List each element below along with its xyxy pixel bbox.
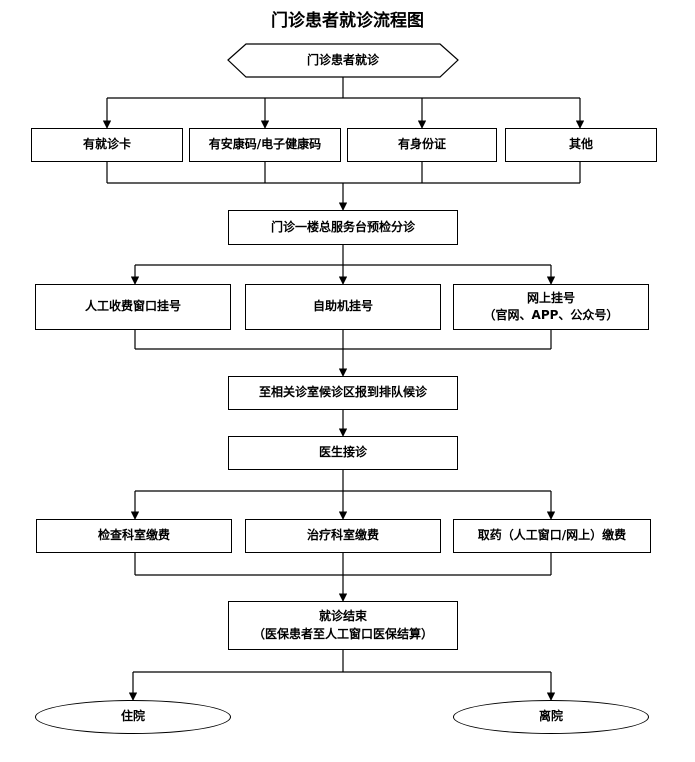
end-label: 就诊结束 (318, 609, 367, 624)
payment-treatment-node: 治疗科室缴费 (245, 519, 441, 553)
waiting-node: 至相关诊室候诊区报到排队候诊 (228, 376, 458, 410)
payment-pharmacy-node: 取药（人工窗口/网上）缴费 (453, 519, 651, 553)
registration-self-service-node: 自助机挂号 (245, 284, 441, 330)
end-node: 就诊结束 （医保患者至人工窗口医保结算） (228, 601, 458, 650)
payment-label: 治疗科室缴费 (306, 528, 379, 543)
start-node: 门诊患者就诊 (246, 44, 440, 77)
id-option-label: 有身份证 (397, 137, 446, 152)
pre-check-node: 门诊一楼总服务台预检分诊 (228, 210, 458, 245)
chart-title: 门诊患者就诊流程图 (271, 11, 424, 31)
start-hexagon (227, 43, 459, 78)
registration-online-note: （官网、APP、公众号） (483, 308, 619, 322)
payment-label: 检查科室缴费 (97, 528, 170, 543)
registration-manual-label: 人工收费窗口挂号 (84, 299, 181, 314)
id-option-label: 其他 (568, 137, 593, 152)
registration-online-node: 网上挂号 （官网、APP、公众号） (453, 284, 649, 330)
doctor-node: 医生接诊 (228, 436, 458, 470)
pre-check-label: 门诊一楼总服务台预检分诊 (270, 219, 415, 234)
waiting-label: 至相关诊室候诊区报到排队候诊 (258, 385, 427, 400)
id-option-label: 有安康码/电子健康码 (208, 137, 322, 152)
id-option-visit-card: 有就诊卡 (31, 128, 183, 162)
id-option-label: 有就诊卡 (82, 137, 131, 152)
registration-online-label: 网上挂号 (526, 290, 575, 305)
outcome-label: 住院 (120, 709, 145, 724)
registration-manual-node: 人工收费窗口挂号 (35, 284, 231, 330)
start-label: 门诊患者就诊 (306, 52, 379, 67)
outcome-leave-node: 离院 (453, 700, 649, 734)
payment-exam-node: 检查科室缴费 (36, 519, 232, 553)
registration-self-service-label: 自助机挂号 (312, 299, 373, 314)
id-option-other: 其他 (505, 128, 657, 162)
doctor-label: 医生接诊 (318, 445, 367, 460)
id-option-id-card: 有身份证 (347, 128, 497, 162)
payment-label: 取药（人工窗口/网上）缴费 (477, 528, 627, 543)
id-option-health-code: 有安康码/电子健康码 (189, 128, 341, 162)
outcome-hospitalize-node: 住院 (35, 700, 231, 734)
end-note: （医保患者至人工窗口医保结算） (252, 626, 433, 641)
outcome-label: 离院 (538, 709, 563, 724)
